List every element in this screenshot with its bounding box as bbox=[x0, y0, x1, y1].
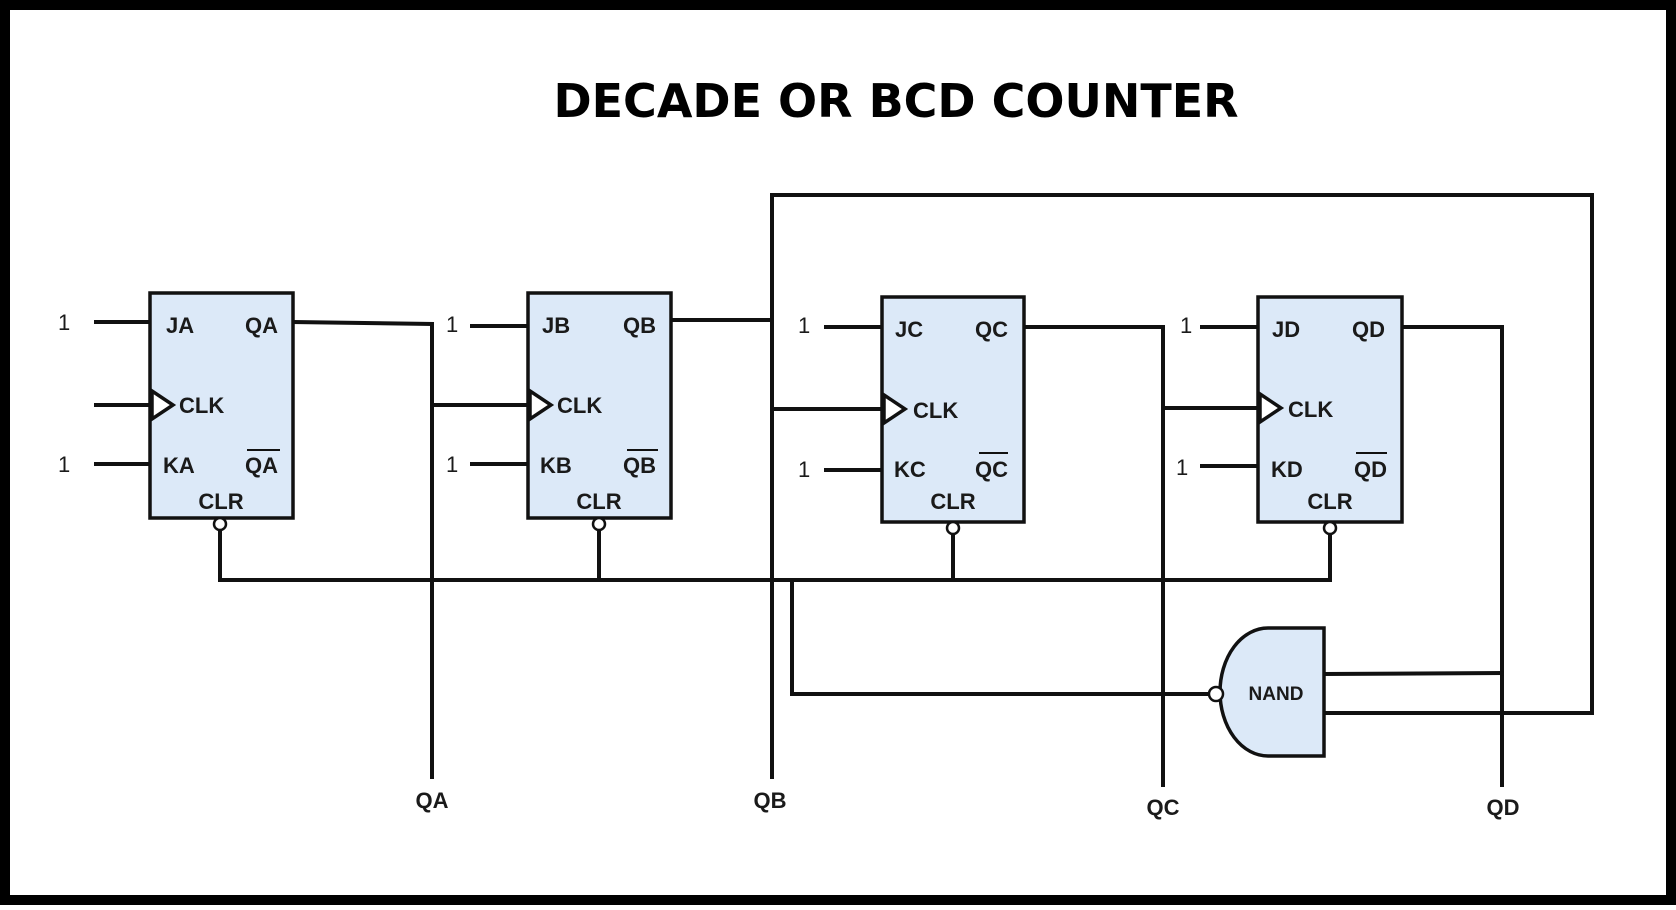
pin-j-label: JD bbox=[1272, 317, 1300, 342]
pin-k-label: KD bbox=[1271, 457, 1303, 482]
clr-bubble-icon bbox=[945, 520, 961, 536]
pin-qbar-label: QD bbox=[1354, 457, 1387, 482]
output-label-qd: QD bbox=[1487, 795, 1520, 820]
pin-j-label: JA bbox=[166, 313, 194, 338]
k-input-value: 1 bbox=[798, 457, 810, 482]
output-label-qc: QC bbox=[1147, 795, 1180, 820]
diagram-title: DECADE OR BCD COUNTER bbox=[553, 74, 1238, 128]
pin-q-label: QC bbox=[975, 317, 1008, 342]
clock-triangle-icon bbox=[528, 387, 555, 423]
pin-k-label: KC bbox=[894, 457, 926, 482]
pin-clk-label: CLK bbox=[557, 393, 602, 418]
pin-clr-label: CLR bbox=[576, 489, 621, 514]
k-input-value: 1 bbox=[1176, 455, 1188, 480]
pin-clk-label: CLK bbox=[179, 393, 224, 418]
flipflop-d: JD QD CLK KD QD CLR 1 1 bbox=[1176, 295, 1404, 536]
pin-clk-label: CLK bbox=[1288, 397, 1333, 422]
pin-clk-label: CLK bbox=[913, 398, 958, 423]
j-input-value: 1 bbox=[798, 313, 810, 338]
output-label-qa: QA bbox=[416, 788, 449, 813]
pin-clr-label: CLR bbox=[198, 489, 243, 514]
pin-j-label: JB bbox=[542, 313, 570, 338]
wires bbox=[94, 193, 1594, 787]
clr-bubble-icon bbox=[212, 516, 228, 532]
wire-nand-output bbox=[790, 578, 1211, 696]
pin-j-label: JC bbox=[895, 317, 923, 342]
pin-qbar-label: QA bbox=[245, 453, 278, 478]
pin-q-label: QA bbox=[245, 313, 278, 338]
nand-output-bubble-icon bbox=[1207, 685, 1225, 703]
nand-gate-label: NAND bbox=[1249, 684, 1304, 705]
k-input-value: 1 bbox=[58, 452, 70, 477]
wire-qd-to-nand bbox=[1321, 670, 1505, 677]
pin-clr-label: CLR bbox=[1307, 489, 1352, 514]
clock-triangle-icon bbox=[1258, 390, 1285, 426]
wire-qb-feedback-loop bbox=[770, 193, 1594, 715]
output-labels: QA QB QC QD bbox=[416, 788, 1520, 820]
flipflop-a: JA QA CLK KA QA CLR 1 1 bbox=[58, 291, 295, 532]
pin-qbar-label: QB bbox=[623, 453, 656, 478]
j-input-value: 1 bbox=[446, 312, 458, 337]
flipflop-b: JB QB CLK KB QB CLR 1 1 bbox=[446, 291, 673, 532]
j-input-value: 1 bbox=[58, 310, 70, 335]
pin-k-label: KB bbox=[540, 453, 572, 478]
pin-clr-label: CLR bbox=[930, 489, 975, 514]
pin-q-label: QB bbox=[623, 313, 656, 338]
output-label-qb: QB bbox=[754, 788, 787, 813]
k-input-value: 1 bbox=[446, 452, 458, 477]
wire-qa-output bbox=[290, 319, 435, 327]
clock-triangle-icon bbox=[150, 387, 177, 423]
pin-qbar-label: QC bbox=[975, 457, 1008, 482]
clr-bubble-icon bbox=[1322, 520, 1338, 536]
pin-q-label: QD bbox=[1352, 317, 1385, 342]
j-input-value: 1 bbox=[1180, 313, 1192, 338]
pin-k-label: KA bbox=[163, 453, 195, 478]
clr-bubble-icon bbox=[591, 516, 607, 532]
clock-triangle-icon bbox=[882, 391, 909, 427]
nand-gate: NAND bbox=[1207, 626, 1326, 758]
flipflop-c: JC QC CLK KC QC CLR 1 1 bbox=[798, 295, 1026, 536]
